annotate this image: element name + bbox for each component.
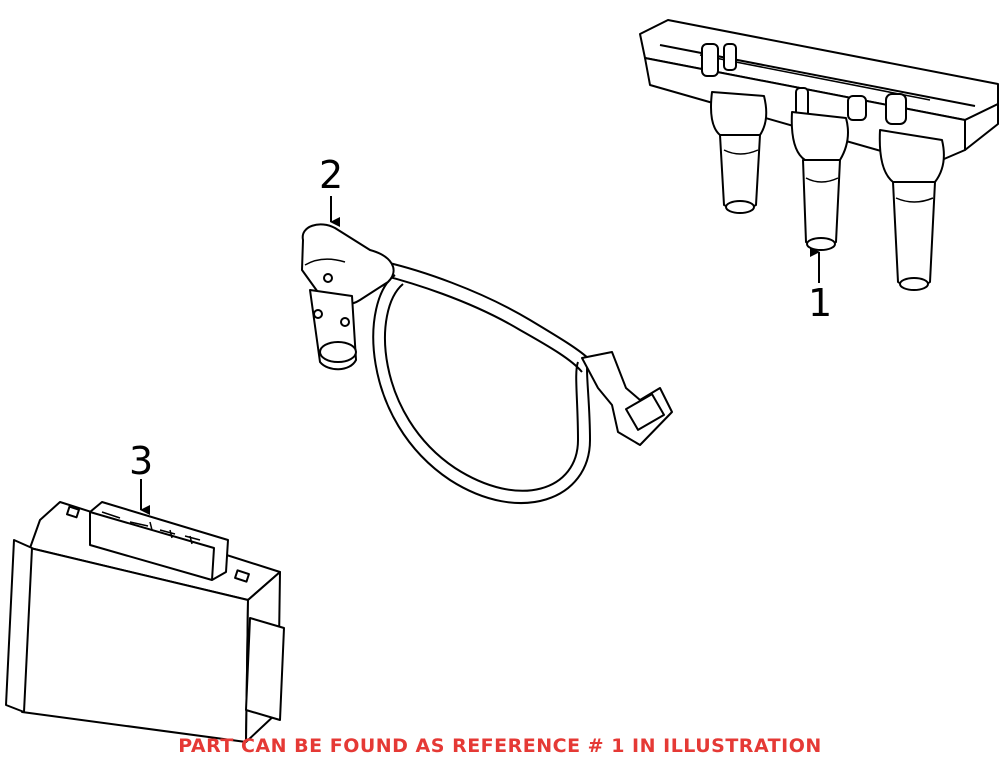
callout-3-number[interactable]: 3 [129,439,154,483]
ignition-coil-pack[interactable] [639,19,999,291]
callout-2-number[interactable]: 2 [319,153,344,197]
callout-1-number[interactable]: 1 [808,281,833,325]
crankshaft-position-sensor[interactable] [301,223,673,504]
reference-note: PART CAN BE FOUND AS REFERENCE # 1 IN IL… [178,735,822,757]
engine-control-module[interactable] [5,501,285,743]
